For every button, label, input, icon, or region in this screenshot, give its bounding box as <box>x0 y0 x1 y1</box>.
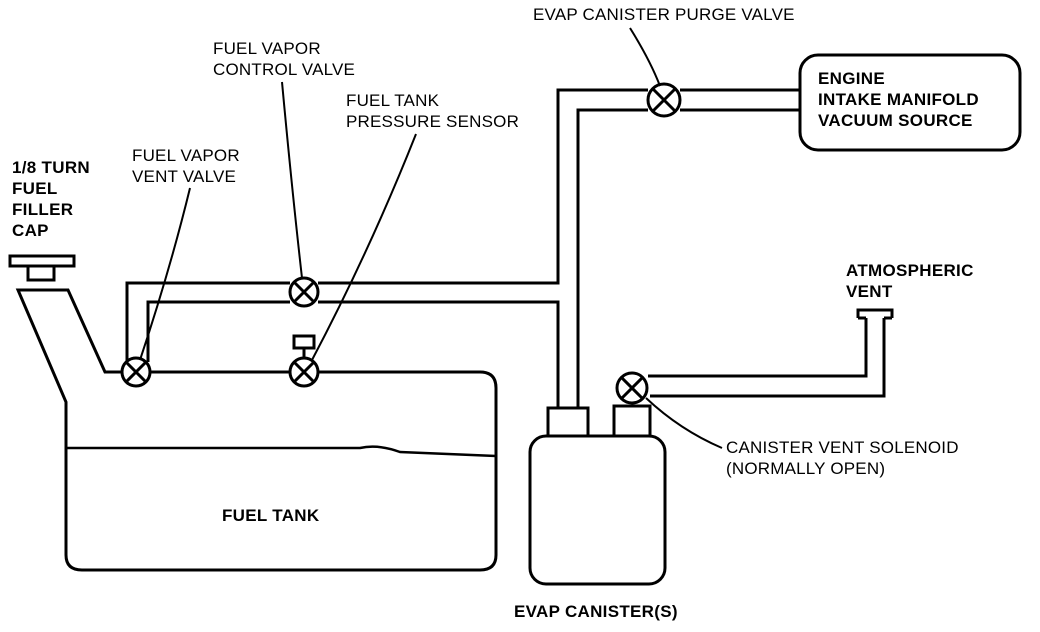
pressure-sensor-label-line: FUEL TANK <box>346 91 440 110</box>
control-valve-label: FUEL VAPOR CONTROL VALVE <box>213 38 355 80</box>
vent-valve-label-line: FUEL VAPOR <box>132 146 240 165</box>
pressure-sensor-symbol <box>288 334 320 388</box>
atmospheric-vent-label-line: VENT <box>846 282 893 301</box>
engine-box <box>798 53 1022 152</box>
vent-solenoid-symbol <box>615 371 649 405</box>
purge-valve-label: EVAP CANISTER PURGE VALVE <box>533 5 795 24</box>
filler-cap-label-line: FILLER <box>12 200 74 219</box>
atmospheric-vent-label: ATMOSPHERIC VENT <box>846 260 974 302</box>
vent-solenoid-label-line: (NORMALLY OPEN) <box>726 459 886 478</box>
atmospheric-vent-label-line: ATMOSPHERIC <box>846 261 974 280</box>
vent-valve-label-line: VENT VALVE <box>132 167 237 186</box>
engine-label: ENGINE INTAKE MANIFOLD VACUUM SOURCE <box>818 68 979 131</box>
vent-valve-label: FUEL VAPOR VENT VALVE <box>132 145 240 187</box>
vent-solenoid-label-line: CANISTER VENT SOLENOID <box>726 438 959 457</box>
evap-canister <box>528 404 667 586</box>
engine-label-line: ENGINE <box>818 69 885 88</box>
engine-label-line: INTAKE MANIFOLD <box>818 90 979 109</box>
control-valve-label-line: CONTROL VALVE <box>213 60 356 79</box>
canister-label: EVAP CANISTER(S) <box>514 602 678 621</box>
vapor-line <box>125 88 800 408</box>
control-valve-symbol <box>288 276 320 308</box>
engine-label-line: VACUUM SOURCE <box>818 111 973 130</box>
purge-valve-symbol <box>646 82 682 118</box>
filler-cap-label-line: 1/8 TURN <box>12 158 90 177</box>
pressure-sensor-label-line: PRESSURE SENSOR <box>346 112 520 131</box>
vent-line <box>648 308 894 398</box>
vent-solenoid-label: CANISTER VENT SOLENOID (NORMALLY OPEN) <box>726 437 959 479</box>
filler-cap <box>8 254 76 282</box>
pressure-sensor-label: FUEL TANK PRESSURE SENSOR <box>346 90 519 132</box>
filler-cap-label: 1/8 TURN FUEL FILLER CAP <box>12 157 90 241</box>
control-valve-label-line: FUEL VAPOR <box>213 39 321 58</box>
leader-lines <box>139 27 723 449</box>
fuel-tank-label: FUEL TANK <box>222 506 320 525</box>
filler-cap-label-line: FUEL <box>12 179 58 198</box>
vent-valve-symbol <box>120 356 152 388</box>
filler-cap-label-line: CAP <box>12 221 49 240</box>
fuel-level-line <box>66 445 497 458</box>
fuel-tank-body <box>15 288 498 572</box>
